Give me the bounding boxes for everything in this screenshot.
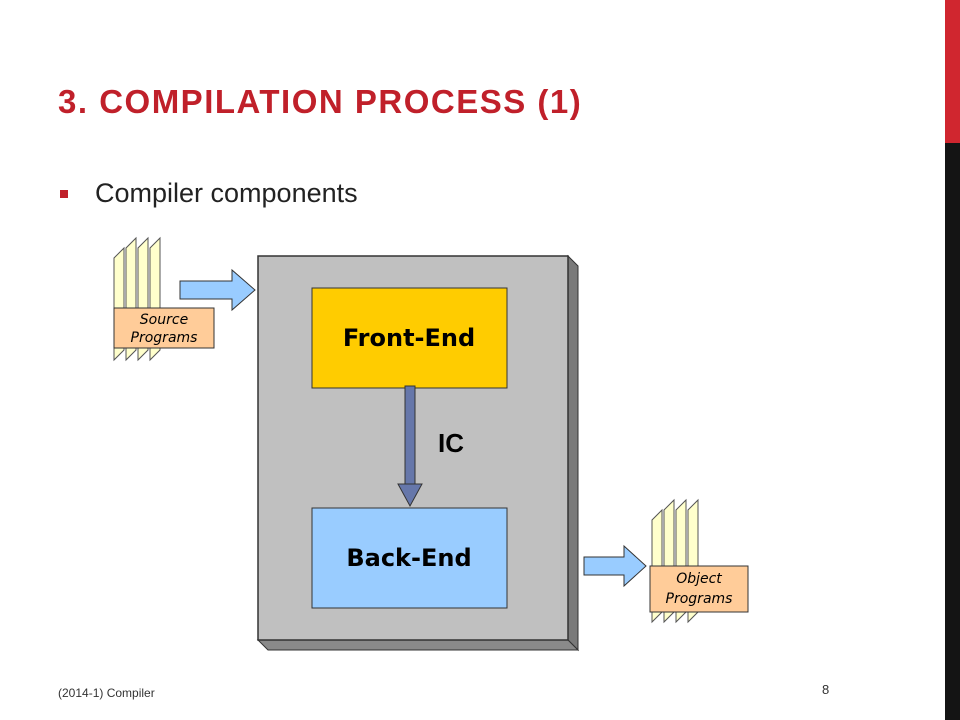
object-label-box: [649, 565, 749, 613]
square-bullet-icon: [60, 189, 68, 198]
front-end-box: [311, 287, 508, 389]
output-arrow: [583, 544, 647, 588]
bullet-item: Compiler components: [60, 178, 358, 209]
footer-course: (2014-1) Compiler: [58, 686, 155, 700]
object-programs-docs: Object Programs: [649, 498, 749, 624]
slide-title: 3. COMPILATION PROCESS (1): [58, 83, 583, 120]
back-end-label: Back-End: [346, 544, 471, 572]
input-arrow: [179, 268, 256, 312]
source-label-line2: Programs: [131, 330, 198, 346]
source-label-line1: Source: [140, 312, 188, 328]
side-accent-bar: [945, 0, 960, 143]
ic-arrow: [397, 385, 423, 508]
side-dark-bar: [945, 143, 960, 720]
source-label-box: [113, 307, 215, 349]
page-number: 8: [822, 682, 830, 697]
object-label-line2: Programs: [666, 591, 733, 607]
back-end-box: [311, 507, 508, 609]
object-label-line1: Object: [676, 571, 722, 587]
source-programs-docs: Source Programs: [113, 236, 215, 362]
ic-label: IC: [438, 428, 464, 458]
bullet-text: Compiler components: [95, 178, 358, 208]
front-end-label: Front-End: [343, 324, 475, 352]
